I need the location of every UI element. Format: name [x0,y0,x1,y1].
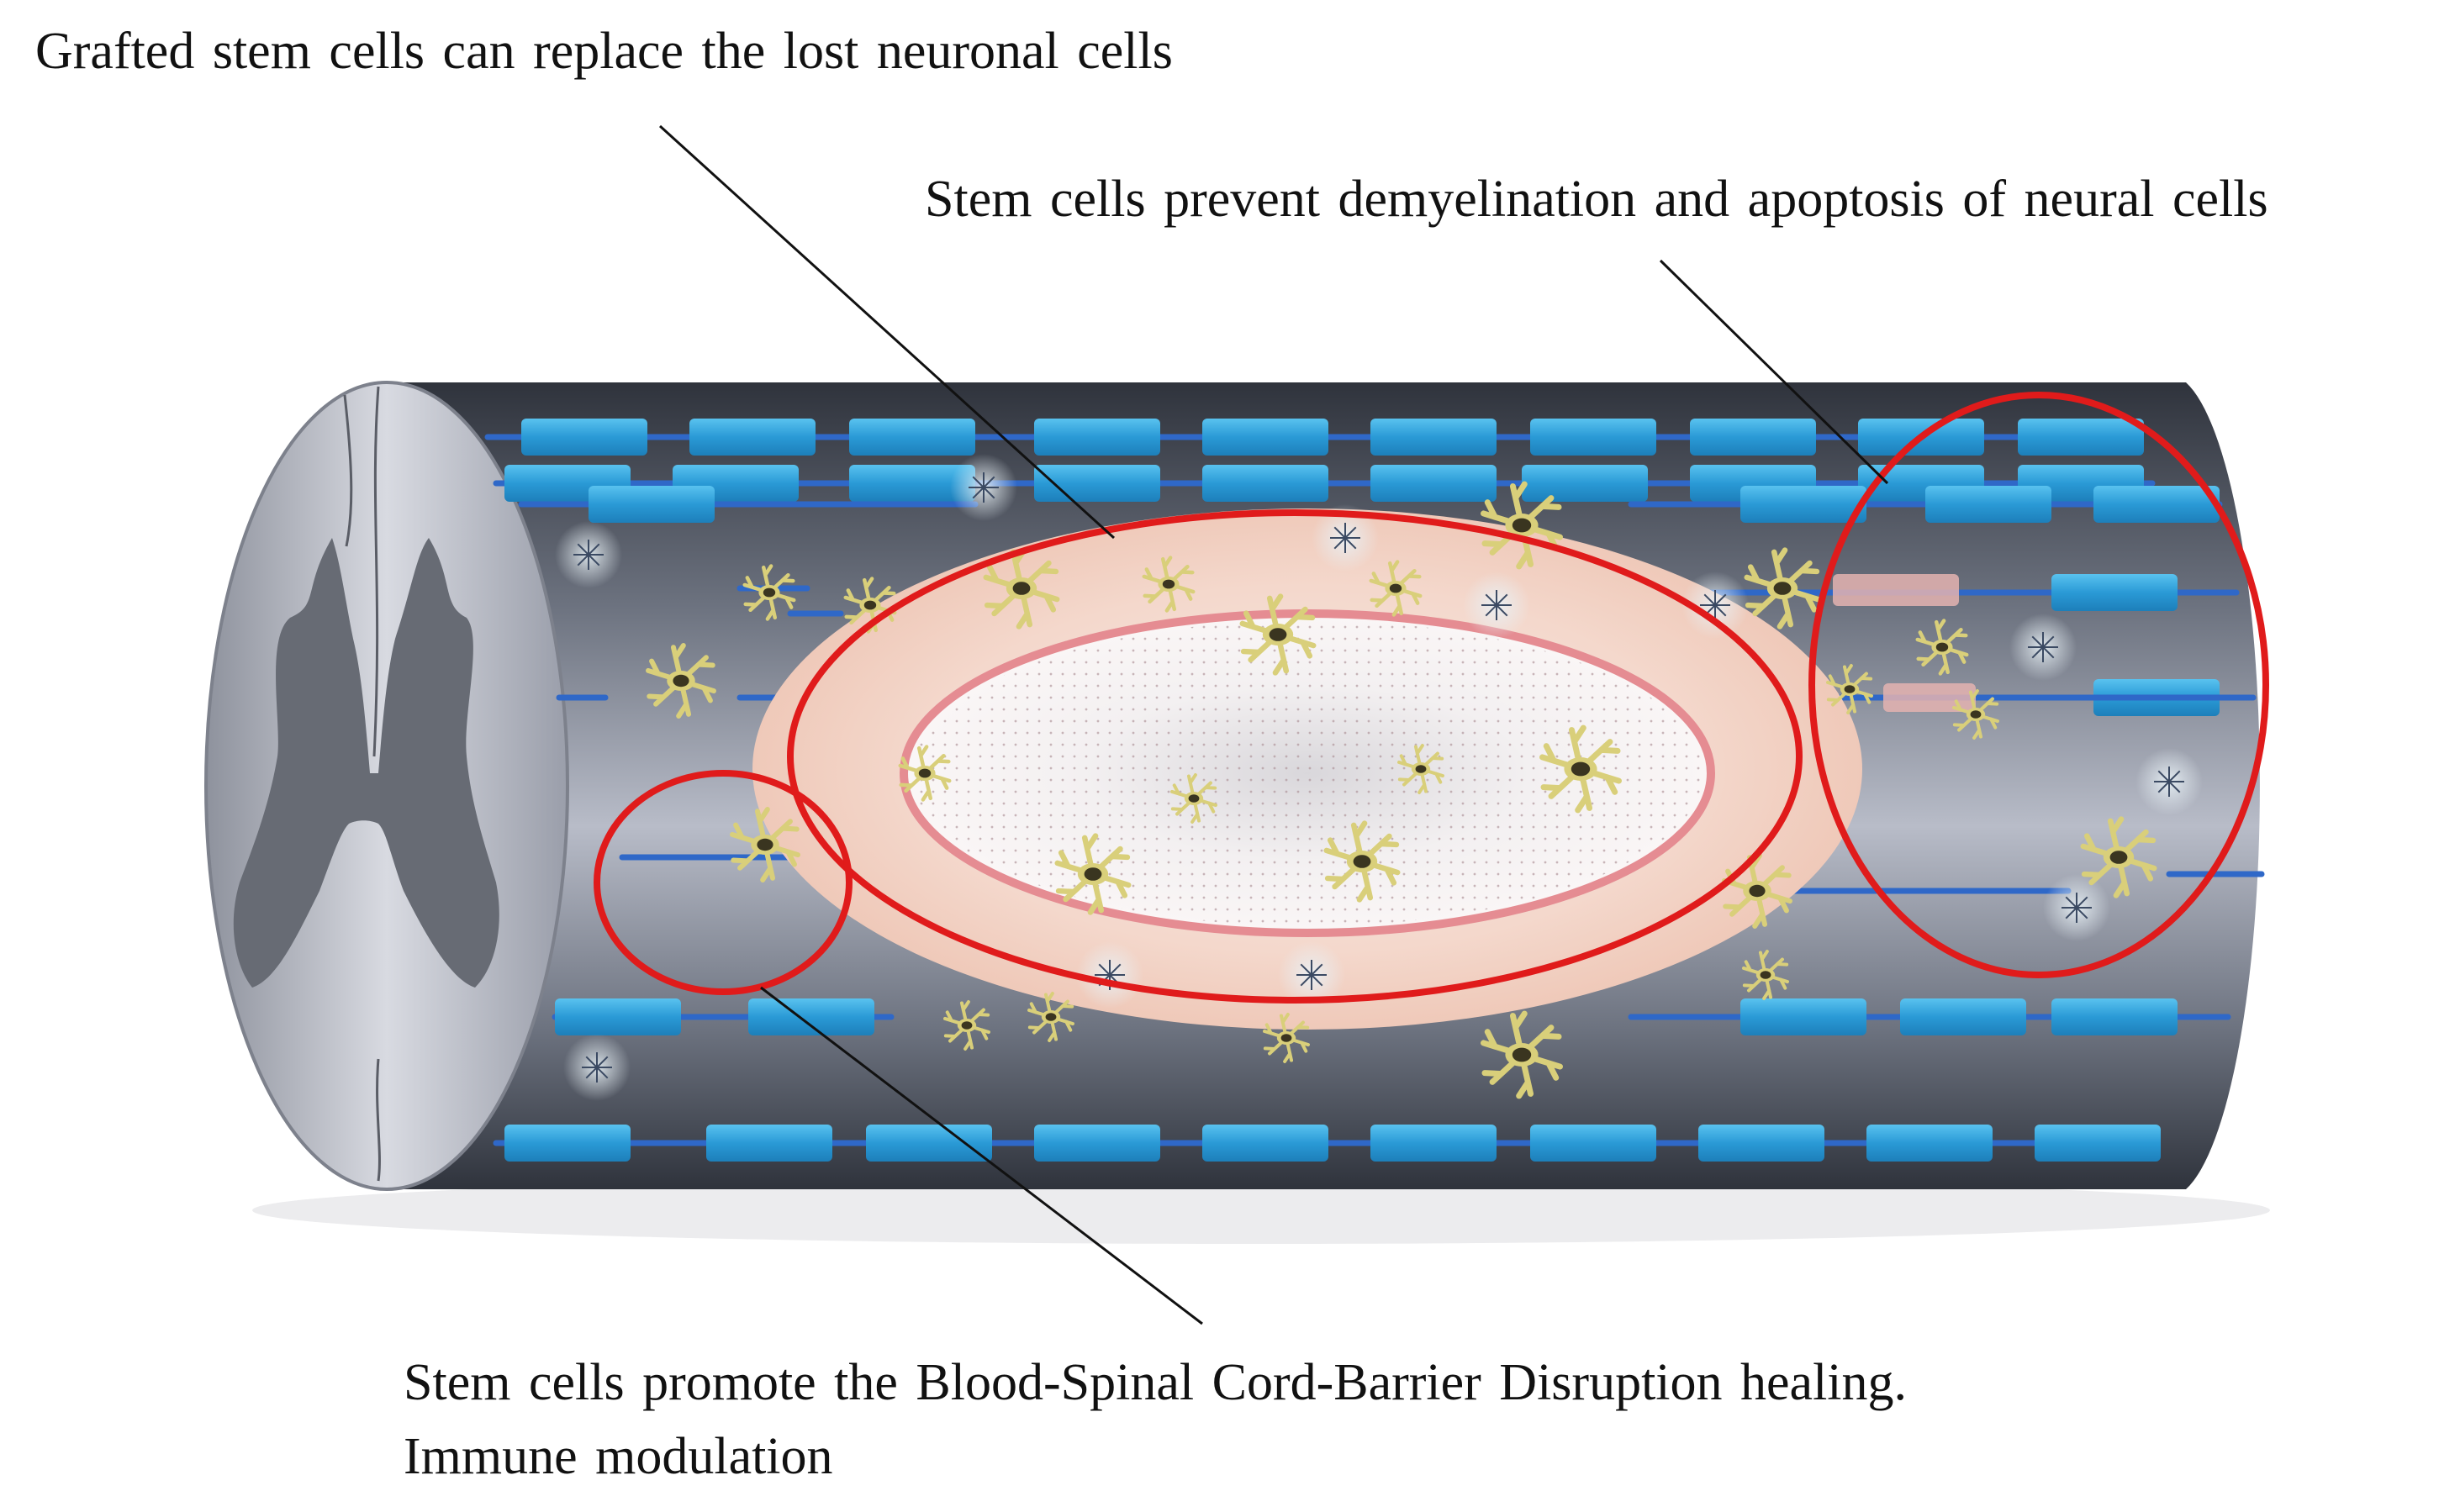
glial-star [2028,632,2058,662]
myelin-sheath [748,998,874,1035]
stem-cell [1397,744,1444,794]
myelin-sheath [1202,465,1328,502]
myelin-sheath [1698,1125,1824,1162]
stem-cell [1142,556,1196,613]
myelin-sheath [1690,419,1816,456]
glial-star [1700,590,1730,620]
leader-line-replace [658,124,1116,540]
myelin-sheath [1530,1125,1656,1162]
cord-shadow [252,1177,2270,1244]
myelin-sheath [1034,1125,1160,1162]
stem-cell [1239,593,1317,676]
myelin-sheath [1530,419,1656,456]
myelin-sheath [689,419,816,456]
glial-star [2062,893,2092,923]
myelinated-axons [484,419,2265,1162]
dorsal-fissure [343,394,353,547]
stem-cell [1952,689,1999,740]
myelin-sheath [589,486,715,523]
axon [484,419,2144,456]
myelin-sheath [1370,419,1497,456]
myelin-sheath [1740,486,1866,523]
myelin-sheath [849,419,975,456]
stem-cell [898,745,952,802]
myelin-sheath [1202,419,1328,456]
highlight-myelin-circle [1808,392,2269,978]
axon [493,1125,2161,1162]
demyelinated-segment [1883,683,1976,712]
highlight-lesion-circle [787,509,1803,1004]
stem-cells [646,481,2157,1099]
glial-star [2154,767,2184,797]
stem-cell [1323,820,1401,903]
myelin-sheath [2018,419,2144,456]
stem-cell [1027,992,1074,1042]
myelin-sheath [1925,486,2051,523]
gray-matter-butterfly [233,538,499,988]
myelin-sheath [504,1125,631,1162]
stem-cell [1481,481,1563,570]
glial-star [1296,960,1327,990]
axon [493,465,2156,502]
myelin-sheath [1202,1125,1328,1162]
lesion-dots [912,620,1703,926]
axon [552,998,895,1035]
glial-star [582,1052,612,1083]
stem-cell [1170,773,1217,824]
stem-cell [1826,664,1873,714]
leader-line-barrier [760,986,1203,1325]
myelin-sheath [1370,465,1497,502]
myelin-sheath [1370,1125,1497,1162]
stem-cell [1742,950,1789,1000]
myelin-sheath [2093,486,2220,523]
myelin-sheath [1866,1125,1993,1162]
stem-cell [1263,1013,1310,1063]
myelin-sheath [849,465,975,502]
stem-cell [1054,833,1132,915]
demyelinated-segment [1833,574,1959,606]
stem-cell [646,643,716,719]
ventral-fissure [376,1058,381,1182]
glial-scatter [555,454,2203,1101]
annotation-barrier-healing: Stem cells promote the Blood-Spinal Cord… [404,1354,1908,1411]
glial-star [1330,523,1360,553]
myelin-sheath [1034,419,1160,456]
annotation-prevent-demyelination: Stem cells prevent demyelination and apo… [925,171,2268,228]
axon [1628,998,2231,1035]
axon [1628,486,2223,523]
stem-cell [1481,1010,1563,1099]
myelin-sheath [866,1125,992,1162]
stem-cell [1744,547,1821,630]
glial-star [969,472,999,503]
stem-cell [843,577,897,634]
axon [518,486,979,523]
annotation-replace-neurons: Grafted stem cells can replace the lost … [35,23,1173,80]
glial-star [1481,590,1512,620]
central-fissure [372,386,380,757]
stem-cell [742,564,796,621]
stem-cell [1369,560,1423,617]
myelin-sheath [521,419,647,456]
myelin-sheath [555,998,681,1035]
stem-cell [1539,724,1622,814]
myelin-sheath [1900,998,2026,1035]
annotation-immune-modulation: Immune modulation [404,1428,833,1485]
myelin-sheath [706,1125,832,1162]
myelin-sheath [1740,998,1866,1035]
stem-cell [943,1000,990,1051]
myelin-sheath [2035,1125,2161,1162]
stem-cell [2080,816,2157,898]
myelin-sheath [2051,574,2178,611]
highlight-barrier-circle [594,770,853,995]
myelin-sheath [1522,465,1648,502]
leader-line-demyelination [1659,259,1889,485]
stem-cell [730,807,800,882]
glial-star [573,540,604,570]
stem-cell [1915,619,1969,676]
myelin-sheath [2051,998,2178,1035]
